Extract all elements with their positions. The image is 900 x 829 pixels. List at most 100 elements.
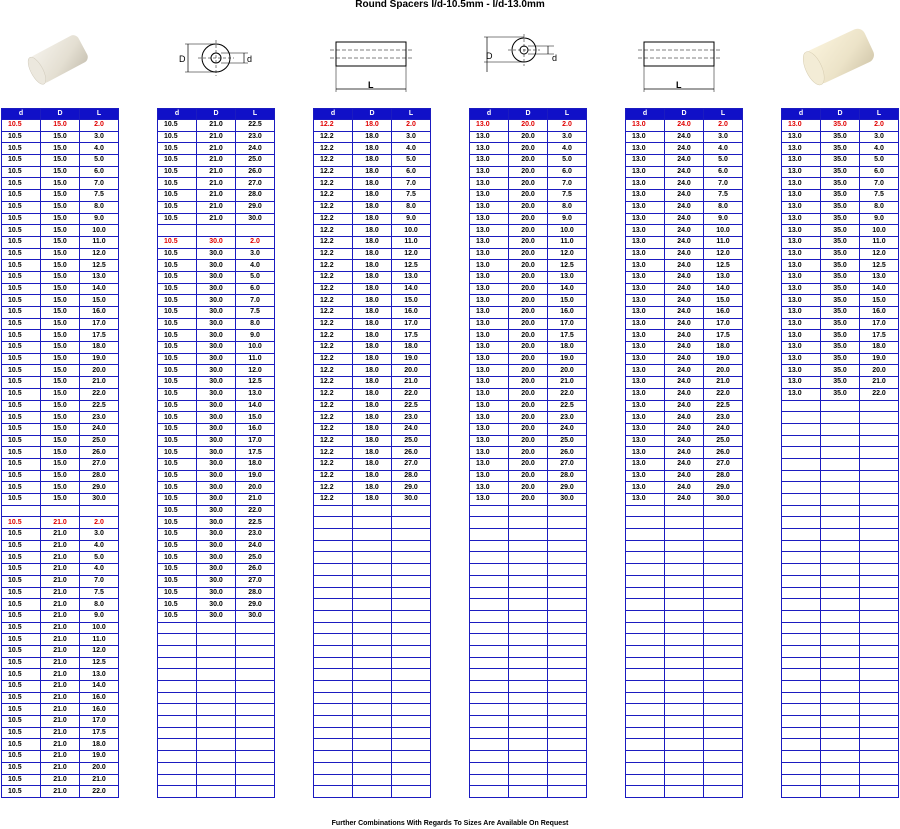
cell-D: 15.0 bbox=[40, 446, 80, 459]
cell-d bbox=[313, 621, 353, 635]
cell-d: 10.5 bbox=[1, 224, 41, 237]
table-row bbox=[781, 691, 899, 705]
cell-L: 14.0 bbox=[79, 282, 119, 296]
cell-L bbox=[547, 680, 587, 693]
cell-D: 21.0 bbox=[40, 715, 80, 728]
table-row bbox=[625, 703, 743, 717]
table-row bbox=[313, 680, 431, 693]
cell-L: 23.0 bbox=[547, 411, 587, 424]
cell-L: 4.0 bbox=[235, 259, 275, 272]
cell-d: 13.0 bbox=[781, 306, 821, 319]
cell-L: 6.0 bbox=[391, 165, 431, 179]
cell-d: 13.0 bbox=[625, 247, 665, 261]
cell-D: 35.0 bbox=[820, 352, 860, 366]
cell-L: 26.0 bbox=[547, 446, 587, 459]
cell-D bbox=[508, 633, 548, 646]
cell-d: 12.2 bbox=[313, 224, 353, 237]
cell-L bbox=[859, 609, 899, 623]
table-row bbox=[625, 586, 743, 600]
cell-D: 24.0 bbox=[664, 259, 704, 272]
table-row bbox=[313, 609, 431, 623]
cell-D: 18.0 bbox=[352, 130, 392, 144]
cell-d bbox=[781, 644, 821, 658]
cell-d: 13.0 bbox=[781, 387, 821, 401]
cell-d: 10.5 bbox=[1, 142, 41, 156]
cell-d bbox=[625, 644, 665, 658]
cell-d: 13.0 bbox=[469, 177, 509, 191]
cell-D: 21.0 bbox=[40, 656, 80, 670]
cell-D: 21.0 bbox=[40, 773, 80, 787]
cell-L: 12.0 bbox=[391, 247, 431, 261]
cell-d: 13.0 bbox=[781, 364, 821, 378]
cell-L bbox=[547, 644, 587, 658]
cell-d: 13.0 bbox=[625, 329, 665, 343]
cell-d: 10.5 bbox=[157, 165, 197, 179]
table-row bbox=[469, 668, 587, 681]
cell-D: 20.0 bbox=[508, 294, 548, 307]
cell-L bbox=[703, 785, 743, 798]
table-row bbox=[469, 504, 587, 518]
cell-L bbox=[859, 598, 899, 611]
table-row bbox=[781, 773, 899, 787]
cell-L: 21.0 bbox=[547, 376, 587, 389]
cell-L bbox=[859, 621, 899, 635]
cell-D: 15.0 bbox=[40, 224, 80, 237]
cell-d: 13.0 bbox=[625, 165, 665, 179]
cell-L bbox=[235, 715, 275, 728]
cell-L: 17.5 bbox=[703, 329, 743, 343]
cell-L: 11.0 bbox=[79, 633, 119, 646]
table-row bbox=[313, 668, 431, 681]
cell-d: 13.0 bbox=[625, 352, 665, 366]
cell-L bbox=[859, 469, 899, 483]
cell-D bbox=[352, 586, 392, 600]
cell-L bbox=[703, 644, 743, 658]
cell-L: 17.0 bbox=[547, 317, 587, 331]
cell-d: 12.2 bbox=[313, 481, 353, 494]
cell-L bbox=[235, 785, 275, 798]
cell-D: 30.0 bbox=[196, 586, 236, 600]
cell-L: 3.0 bbox=[79, 130, 119, 144]
cell-D bbox=[352, 726, 392, 740]
cell-d: 10.5 bbox=[1, 691, 41, 705]
cell-d bbox=[781, 656, 821, 670]
table-row bbox=[625, 715, 743, 728]
table-row bbox=[157, 726, 275, 740]
cell-L bbox=[235, 773, 275, 787]
cell-d bbox=[781, 785, 821, 798]
cell-d: 10.5 bbox=[157, 399, 197, 413]
cell-D: 35.0 bbox=[820, 189, 860, 202]
cell-d: 13.0 bbox=[469, 200, 509, 214]
cell-d bbox=[625, 668, 665, 681]
cell-L bbox=[859, 680, 899, 693]
table-row bbox=[781, 481, 899, 494]
cell-d bbox=[469, 738, 509, 752]
table-row bbox=[781, 703, 899, 717]
cell-D bbox=[196, 680, 236, 693]
cell-d: 10.5 bbox=[157, 598, 197, 611]
cell-L bbox=[859, 539, 899, 553]
cell-L bbox=[235, 703, 275, 717]
cell-L: 3.0 bbox=[859, 130, 899, 144]
cell-d: 13.0 bbox=[469, 387, 509, 401]
cell-d: 10.5 bbox=[157, 282, 197, 296]
cell-D: 15.0 bbox=[40, 376, 80, 389]
cell-d bbox=[625, 633, 665, 646]
cell-D: 21.0 bbox=[40, 668, 80, 681]
table-row bbox=[313, 703, 431, 717]
cell-D bbox=[352, 504, 392, 518]
cell-L: 15.0 bbox=[235, 411, 275, 424]
cell-d: 13.0 bbox=[625, 493, 665, 506]
cell-D: 15.0 bbox=[40, 130, 80, 144]
table-row bbox=[313, 691, 431, 705]
